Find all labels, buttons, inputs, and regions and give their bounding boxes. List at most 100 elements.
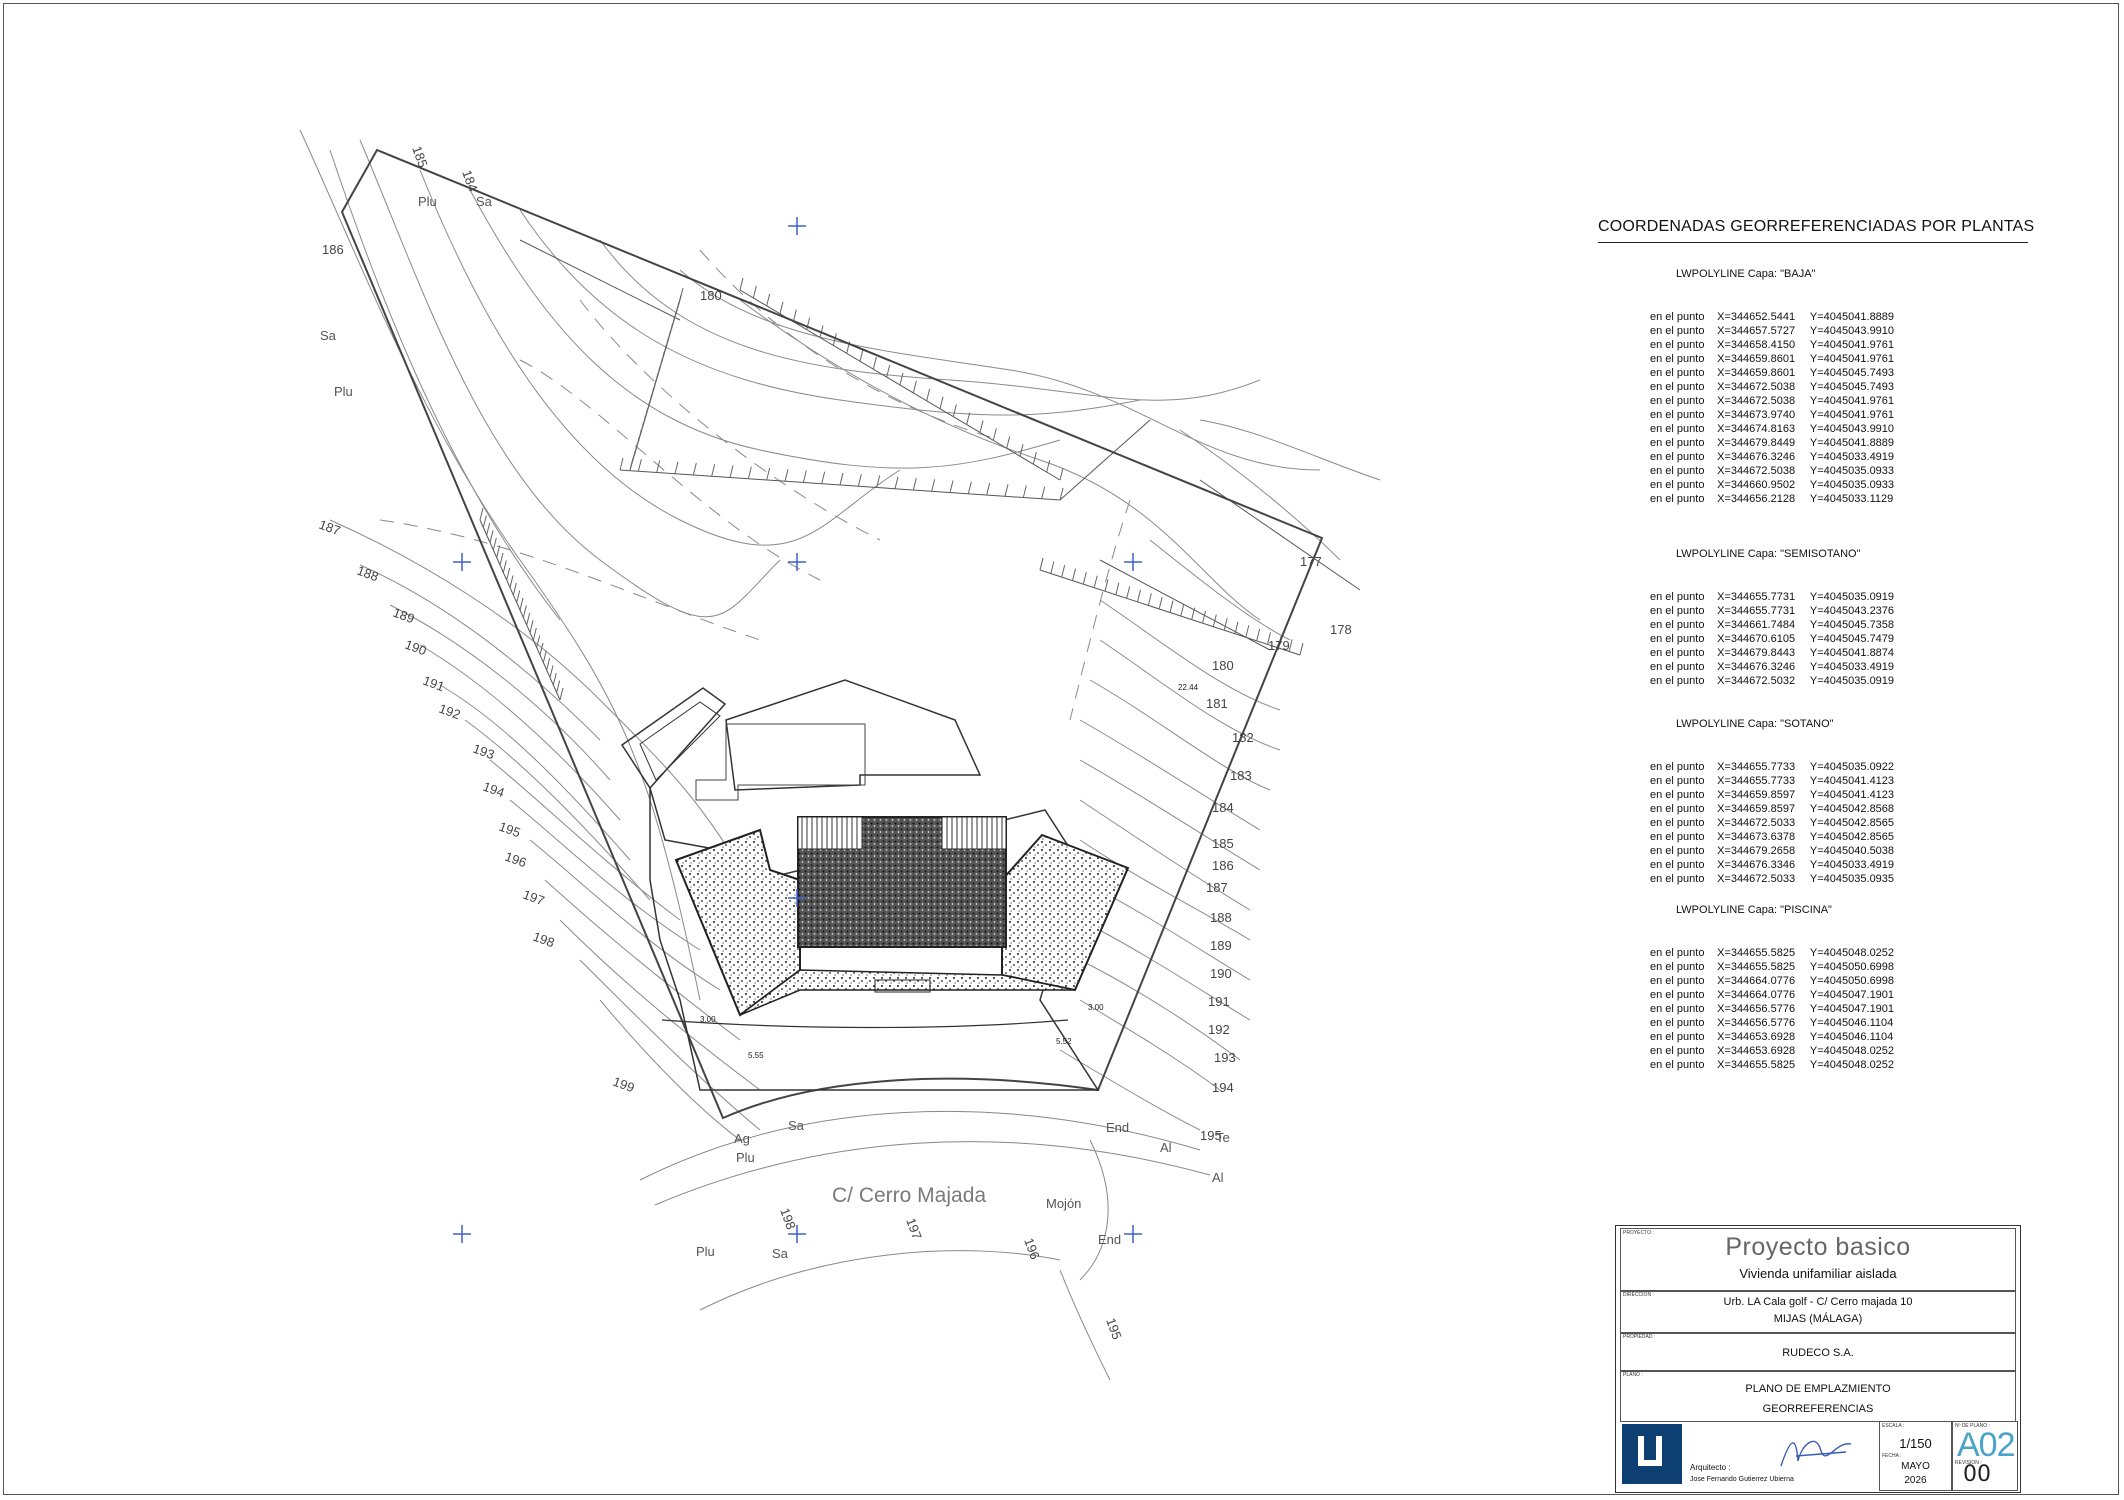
symbol-label: Plu — [696, 1244, 715, 1259]
address-line-1: Urb. LA Cala golf - C/ Cerro majada 10 — [1723, 1296, 1913, 1308]
grid-cross — [453, 553, 471, 571]
coordinate-row: en el punto X=344672.5038 Y=4045045.7493 — [1650, 380, 1894, 394]
coordinate-label: en el punto — [1650, 451, 1705, 463]
contour-label: 187 — [1206, 880, 1228, 895]
grid-crosses — [453, 217, 1142, 1243]
architect-logo — [1622, 1424, 1682, 1484]
coordinate-row: en el punto X=344659.8601 Y=4045045.7493 — [1650, 366, 1894, 380]
project-title: Proyecto basico — [1725, 1233, 1911, 1261]
coordinate-label: en el punto — [1650, 789, 1705, 801]
dimension-label: 5.52 — [1056, 1037, 1072, 1046]
coordinate-label: en el punto — [1650, 961, 1705, 973]
project-subtitle: Vivienda unifamiliar aislada — [1739, 1266, 1897, 1281]
coordinate-x: X=344660.9502 — [1717, 479, 1796, 491]
coordinate-y: Y=4045035.0919 — [1809, 591, 1895, 603]
coordinate-y: Y=4045043.2376 — [1809, 605, 1895, 617]
stair-right — [941, 816, 1007, 850]
contour-label: 177 — [1300, 554, 1322, 569]
street — [639, 1110, 1211, 1381]
contour-label: 182 — [1232, 730, 1254, 745]
layer-title: LWPOLYLINE Capa: "SEMISOTANO" — [1676, 548, 1861, 560]
coordinate-y: Y=4045047.1901 — [1809, 989, 1895, 1001]
address-cell: DIRECCION : Urb. LA Cala golf - C/ Cerro… — [1620, 1290, 2016, 1334]
symbol-label: Sa — [788, 1118, 805, 1133]
coordinate-rows: en el punto X=344655.7733 Y=4045035.0922… — [1650, 760, 1894, 886]
coordinate-row: en el punto X=344672.5033 Y=4045042.8565 — [1650, 816, 1894, 830]
coordinate-label: en el punto — [1650, 845, 1705, 857]
coordinate-label: en el punto — [1650, 803, 1705, 815]
coordinate-row: en el punto X=344672.5032 Y=4045035.0919 — [1650, 674, 1894, 688]
coordinates-panel: COORDENADAS GEORREFERENCIADAS POR PLANTA… — [1598, 218, 2034, 1071]
coordinate-row: en el punto X=344657.5727 Y=4045043.9910 — [1650, 324, 1894, 338]
coordinate-x: X=344676.3346 — [1717, 859, 1796, 871]
contour-label: 198 — [777, 1206, 799, 1232]
client-cell: PROPIEDAD : RUDECO S.A. — [1620, 1332, 2016, 1372]
contour-label: 187 — [317, 517, 343, 539]
coordinate-x: X=344652.5441 — [1717, 311, 1796, 323]
coordinate-label: en el punto — [1650, 1017, 1705, 1029]
contour-label: 184 — [1212, 800, 1234, 815]
coordinate-row: en el punto X=344676.3346 Y=4045033.4919 — [1650, 858, 1894, 872]
coordinate-y: Y=4045035.0935 — [1809, 873, 1895, 885]
coordinate-x: X=344653.6928 — [1717, 1031, 1796, 1043]
coordinate-x: X=344679.2658 — [1717, 845, 1796, 857]
coordinate-y: Y=4045041.8874 — [1809, 647, 1895, 659]
architect-signature — [1780, 1440, 1852, 1467]
contour-label: 186 — [322, 242, 344, 257]
layer-title: LWPOLYLINE Capa: "SOTANO" — [1676, 718, 1834, 730]
hatch-ticks — [479, 277, 1304, 701]
street-name: C/ Cerro Majada — [832, 1184, 986, 1207]
coordinate-x: X=344664.0776 — [1717, 975, 1796, 987]
coordinate-y: Y=4045033.4919 — [1809, 451, 1895, 463]
dimension-labels: 22.443.003.005.555.52 — [700, 683, 1199, 1060]
symbol-label: Al — [1160, 1140, 1172, 1155]
revision-caption: REVISION : — [1955, 1460, 1982, 1466]
coordinate-y: Y=4045041.9761 — [1809, 353, 1895, 365]
coordinate-x: X=344672.5033 — [1717, 873, 1796, 885]
contour-label: 181 — [1206, 696, 1228, 711]
symbol-label: Sa — [772, 1246, 789, 1261]
coordinate-row: en el punto X=344659.8601 Y=4045041.9761 — [1650, 352, 1894, 366]
pool — [874, 979, 931, 993]
coordinate-y: Y=4045035.0919 — [1809, 675, 1895, 687]
coordinate-row: en el punto X=344656.5776 Y=4045047.1901 — [1650, 1002, 1894, 1016]
coordinate-label: en el punto — [1650, 409, 1705, 421]
terrace-right — [1001, 833, 1130, 992]
coordinate-label: en el punto — [1650, 591, 1705, 603]
coordinate-y: Y=4045040.5038 — [1809, 845, 1895, 857]
contour-label: 179 — [1268, 638, 1290, 653]
coordinate-x: X=344653.6928 — [1717, 1045, 1796, 1057]
grid-cross — [788, 217, 806, 235]
coordinate-y: Y=4045035.0933 — [1809, 479, 1895, 491]
coordinate-row: en el punto X=344664.0776 Y=4045050.6998 — [1650, 974, 1894, 988]
coordinates-title: COORDENADAS GEORREFERENCIADAS POR PLANTA… — [1598, 218, 2034, 243]
coordinate-row: en el punto X=344673.6378 Y=4045042.8565 — [1650, 830, 1894, 844]
contour-label: 192 — [437, 701, 463, 723]
sheet-frame — [3, 3, 2119, 1495]
coordinate-label: en el punto — [1650, 1003, 1705, 1015]
coordinate-x: X=344659.8601 — [1717, 353, 1796, 365]
plan-caption: PLANO : — [1623, 1372, 1643, 1378]
plan-cell: PLANO : PLANO DE EMPLAZMIENTO GEORREFERE… — [1620, 1370, 2016, 1422]
contour-label: 194 — [1212, 1080, 1234, 1095]
coordinate-y: Y=4045046.1104 — [1809, 1017, 1894, 1029]
contour-label: 189 — [1210, 938, 1232, 953]
coordinate-row: en el punto X=344661.7484 Y=4045045.7358 — [1650, 618, 1894, 632]
scale-caption: ESCALA : — [1882, 1423, 1905, 1429]
coordinate-row: en el punto X=344655.5825 Y=4045050.6998 — [1650, 960, 1894, 974]
symbol-label: Sa — [476, 194, 493, 209]
coordinate-y: Y=4045045.7479 — [1809, 633, 1895, 645]
building-footprint — [620, 679, 1130, 1091]
coordinate-rows: en el punto X=344655.7731 Y=4045035.0919… — [1650, 590, 1894, 688]
coordinate-y: Y=4045041.4123 — [1809, 789, 1895, 801]
layer-title: LWPOLYLINE Capa: "BAJA" — [1676, 268, 1816, 280]
coordinate-row: en el punto X=344655.7733 Y=4045035.0922 — [1650, 760, 1894, 774]
coordinate-label: en el punto — [1650, 395, 1705, 407]
dashed-contours — [379, 249, 1131, 721]
coordinate-label: en el punto — [1650, 493, 1705, 505]
coordinate-row: en el punto X=344656.5776 Y=4045046.1104 — [1650, 1016, 1894, 1030]
sheet-caption: Nº DE PLANO : — [1955, 1423, 1990, 1429]
coordinate-y: Y=4045043.9910 — [1809, 325, 1895, 337]
coordinate-x: X=344656.2128 — [1717, 493, 1796, 505]
symbol-label: End — [1098, 1232, 1121, 1247]
